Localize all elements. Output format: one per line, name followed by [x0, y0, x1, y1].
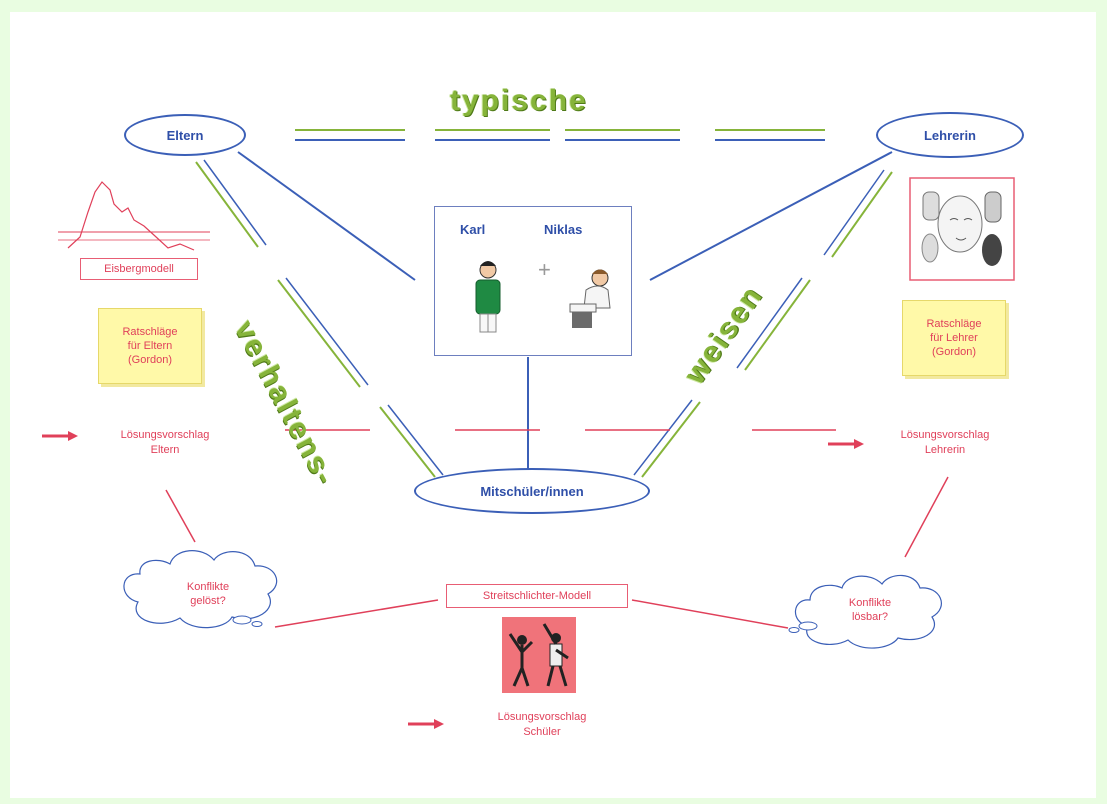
cloud-text-right: Konflikte lösbar? — [822, 596, 918, 624]
eisberg-label: Eisbergmodell — [80, 258, 198, 280]
arrow-icon — [408, 719, 444, 729]
node-lehrerin: Lehrerin — [876, 112, 1024, 158]
text-line: Lösungsvorschlag — [900, 429, 990, 441]
diagram-canvas: typische verhaltens- weisen Eltern Lehre… — [10, 12, 1096, 798]
label-karl: Karl — [460, 222, 486, 237]
node-eltern: Eltern — [124, 114, 246, 156]
top-double-lines — [295, 129, 825, 141]
node-mitschueler: Mitschüler/innen — [414, 468, 650, 514]
loesung-eltern: Lösungsvorschlag Eltern — [90, 426, 240, 460]
note-ratschlaege-lehrer: Ratschläge für Lehrer (Gordon) — [902, 300, 1006, 376]
students-picture-icon — [502, 617, 576, 693]
cloud-icon — [123, 550, 278, 629]
text-line: gelöst? — [190, 595, 226, 607]
connector-lines — [42, 129, 1015, 729]
center-students-box — [434, 206, 632, 356]
text-line: Schüler — [523, 726, 561, 738]
text-line: Eltern — [150, 444, 180, 456]
note-line: Ratschläge — [926, 318, 982, 330]
right-diagonal-lines — [633, 169, 893, 478]
karl-figure-icon — [475, 261, 501, 333]
line-modell-cloud-right — [631, 599, 789, 629]
note-line: Ratschläge — [122, 326, 178, 338]
note-line: (Gordon) — [931, 346, 977, 358]
text-line: Konflikte — [186, 581, 230, 593]
word-typische: typische — [450, 84, 588, 117]
cloud-icon — [788, 574, 942, 649]
note-ratschlaege-eltern: Ratschläge für Eltern (Gordon) — [98, 308, 202, 384]
note-line: für Lehrer — [930, 332, 978, 344]
face-picture-icon — [909, 177, 1015, 281]
cloud-text-left: Konflikte gelöst? — [160, 580, 256, 608]
arrow-icon — [828, 439, 864, 449]
iceberg-icon — [58, 181, 210, 251]
line-loesung-cloud-right — [904, 476, 949, 558]
niklas-figure-icon — [569, 269, 611, 328]
modell-label: Streitschlichter-Modell — [446, 584, 628, 608]
line-cloud-modell-left — [274, 599, 439, 628]
label-niklas: Niklas — [544, 222, 583, 237]
arrow-icon — [42, 431, 78, 441]
text-line: Lösungsvorschlag — [497, 711, 587, 723]
text-line: lösbar? — [851, 611, 889, 623]
left-diagonal-lines — [195, 159, 444, 478]
note-line: (Gordon) — [127, 354, 173, 366]
plus-sign: + — [538, 257, 551, 282]
loesung-lehrerin: Lösungsvorschlag Lehrerin — [870, 426, 1020, 460]
line-lehrerin-center — [649, 151, 893, 281]
loesung-schueler: Lösungsvorschlag Schüler — [454, 708, 630, 742]
line-loesung-cloud-left — [165, 489, 196, 543]
note-line: für Eltern — [127, 340, 173, 352]
text-line: Lösungsvorschlag — [120, 429, 210, 441]
text-line: Konflikte — [848, 597, 892, 609]
line-eltern-center — [237, 151, 416, 281]
text-line: Lehrerin — [924, 444, 966, 456]
